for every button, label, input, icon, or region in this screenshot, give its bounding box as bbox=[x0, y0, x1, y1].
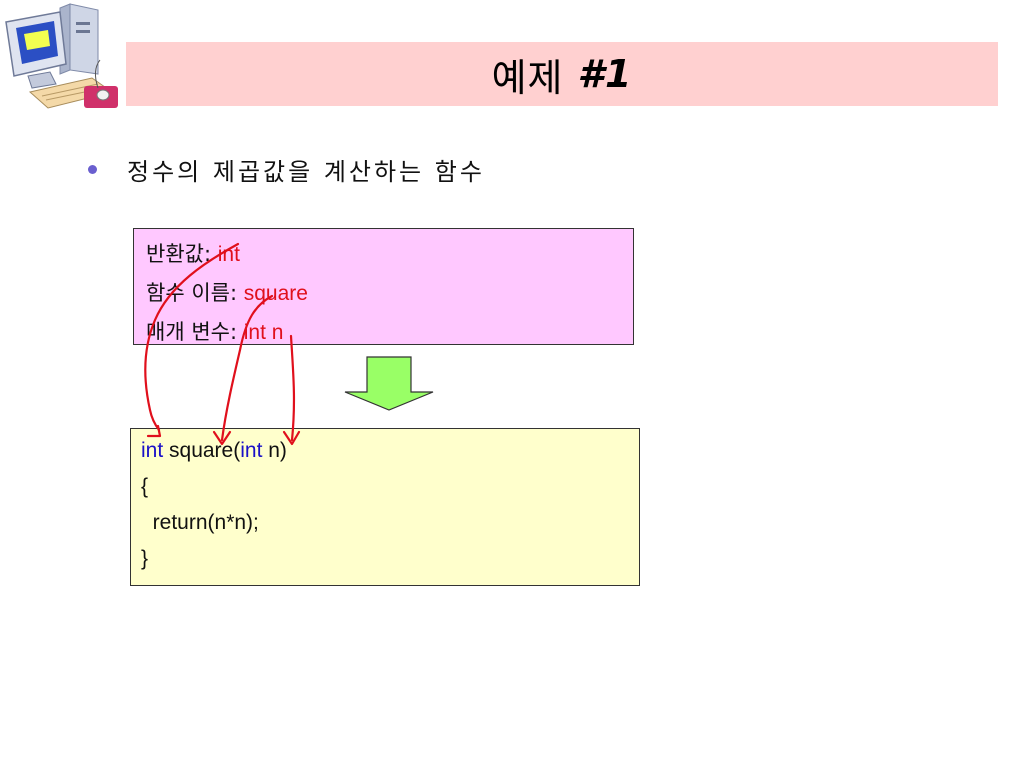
return-value: int bbox=[217, 243, 240, 266]
code-function-name: square( bbox=[163, 439, 241, 462]
name-value: square bbox=[243, 282, 308, 305]
code-param-type: int bbox=[240, 439, 263, 462]
title-bar: 예제 #1 bbox=[126, 42, 998, 106]
code-line-signature: int square(int n) bbox=[141, 433, 629, 469]
computer-icon bbox=[5, 3, 118, 109]
name-row: 함수 이름: square bbox=[146, 274, 621, 313]
return-row: 반환값: int bbox=[146, 235, 621, 274]
code-box: int square(int n) { return(n*n); } bbox=[130, 428, 640, 586]
code-return-type: int bbox=[141, 439, 164, 462]
down-arrow-icon bbox=[344, 356, 434, 411]
param-label: 매개 변수: bbox=[146, 320, 244, 344]
bullet-text: 정수의 제곱값을 계산하는 함수 bbox=[127, 158, 485, 186]
bullet-item: 정수의 제곱값을 계산하는 함수 bbox=[88, 152, 485, 187]
code-line-open-brace: { bbox=[141, 475, 149, 498]
param-value: int n bbox=[243, 321, 284, 344]
code-param-rest: n) bbox=[262, 439, 287, 462]
bullet-icon bbox=[88, 165, 97, 174]
function-info-box: 반환값: int 함수 이름: square 매개 변수: int n bbox=[133, 228, 634, 345]
return-label: 반환값: bbox=[146, 242, 218, 266]
code-line-close-brace: } bbox=[141, 547, 149, 570]
title-number: #1 bbox=[577, 52, 633, 96]
param-row: 매개 변수: int n bbox=[146, 313, 621, 352]
name-label: 함수 이름: bbox=[146, 281, 244, 305]
title-korean: 예제 bbox=[491, 55, 564, 100]
code-line-body: return(n*n); bbox=[141, 511, 259, 534]
